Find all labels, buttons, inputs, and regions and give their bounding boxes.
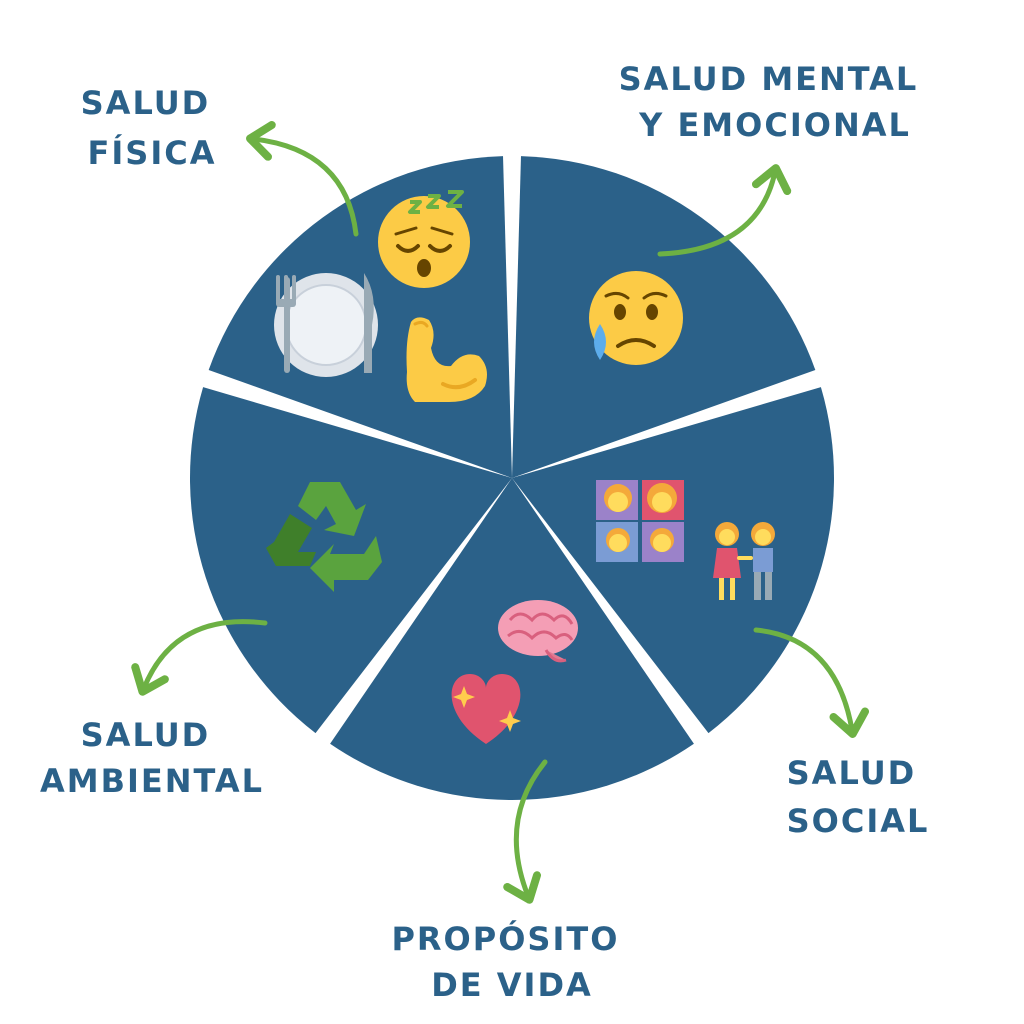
sad-relieved-face-icon xyxy=(589,271,683,365)
arrow-to-salud-fisica xyxy=(246,121,359,237)
plate-fork-knife-icon xyxy=(274,273,378,377)
sparkling-heart-icon xyxy=(451,674,521,744)
label-salud-fisica: SALUD FÍSICA xyxy=(81,84,224,172)
label-proposito-de-vida: PROPÓSITO DE VIDA xyxy=(391,919,632,1004)
label-salud-ambiental: SALUD AMBIENTAL xyxy=(40,716,264,800)
arrow-to-salud-ambiental xyxy=(131,619,268,696)
family-icon xyxy=(596,480,684,562)
arrows xyxy=(131,121,870,904)
sleeping-face-icon xyxy=(378,190,470,288)
arrow-to-salud-mental xyxy=(657,164,792,257)
label-salud-social: SALUD SOCIAL xyxy=(787,754,930,840)
recycling-icon xyxy=(266,482,382,592)
couple-holding-hands-icon xyxy=(713,522,775,600)
labels: SALUD FÍSICA SALUD MENTAL Y EMOCIONAL SA… xyxy=(40,60,932,1004)
arrow-to-salud-social xyxy=(753,627,870,738)
flexed-biceps-icon xyxy=(406,317,487,402)
label-salud-mental: SALUD MENTAL Y EMOCIONAL xyxy=(619,60,932,144)
arrow-to-proposito-de-vida xyxy=(503,759,548,904)
brain-icon xyxy=(498,600,578,663)
